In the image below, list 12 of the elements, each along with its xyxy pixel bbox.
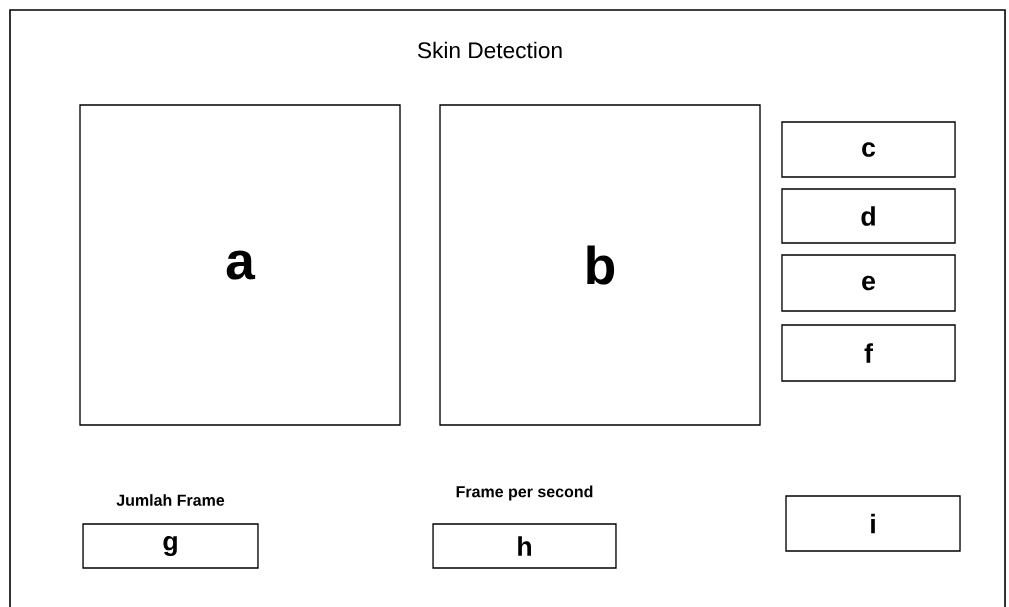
display-panel: b <box>439 104 761 426</box>
text-field: e <box>781 254 956 312</box>
title: Skin Detection <box>417 41 562 59</box>
text-field: c <box>781 121 956 178</box>
text-field: h <box>432 523 617 569</box>
text-field: d <box>781 188 956 244</box>
display-panel: a <box>79 104 401 426</box>
field-label: Frame per second <box>456 485 593 501</box>
text-field: f <box>781 324 956 382</box>
field-label: Jumlah Frame <box>116 494 225 506</box>
text-field: i <box>785 495 961 552</box>
text-field: g <box>82 523 259 569</box>
